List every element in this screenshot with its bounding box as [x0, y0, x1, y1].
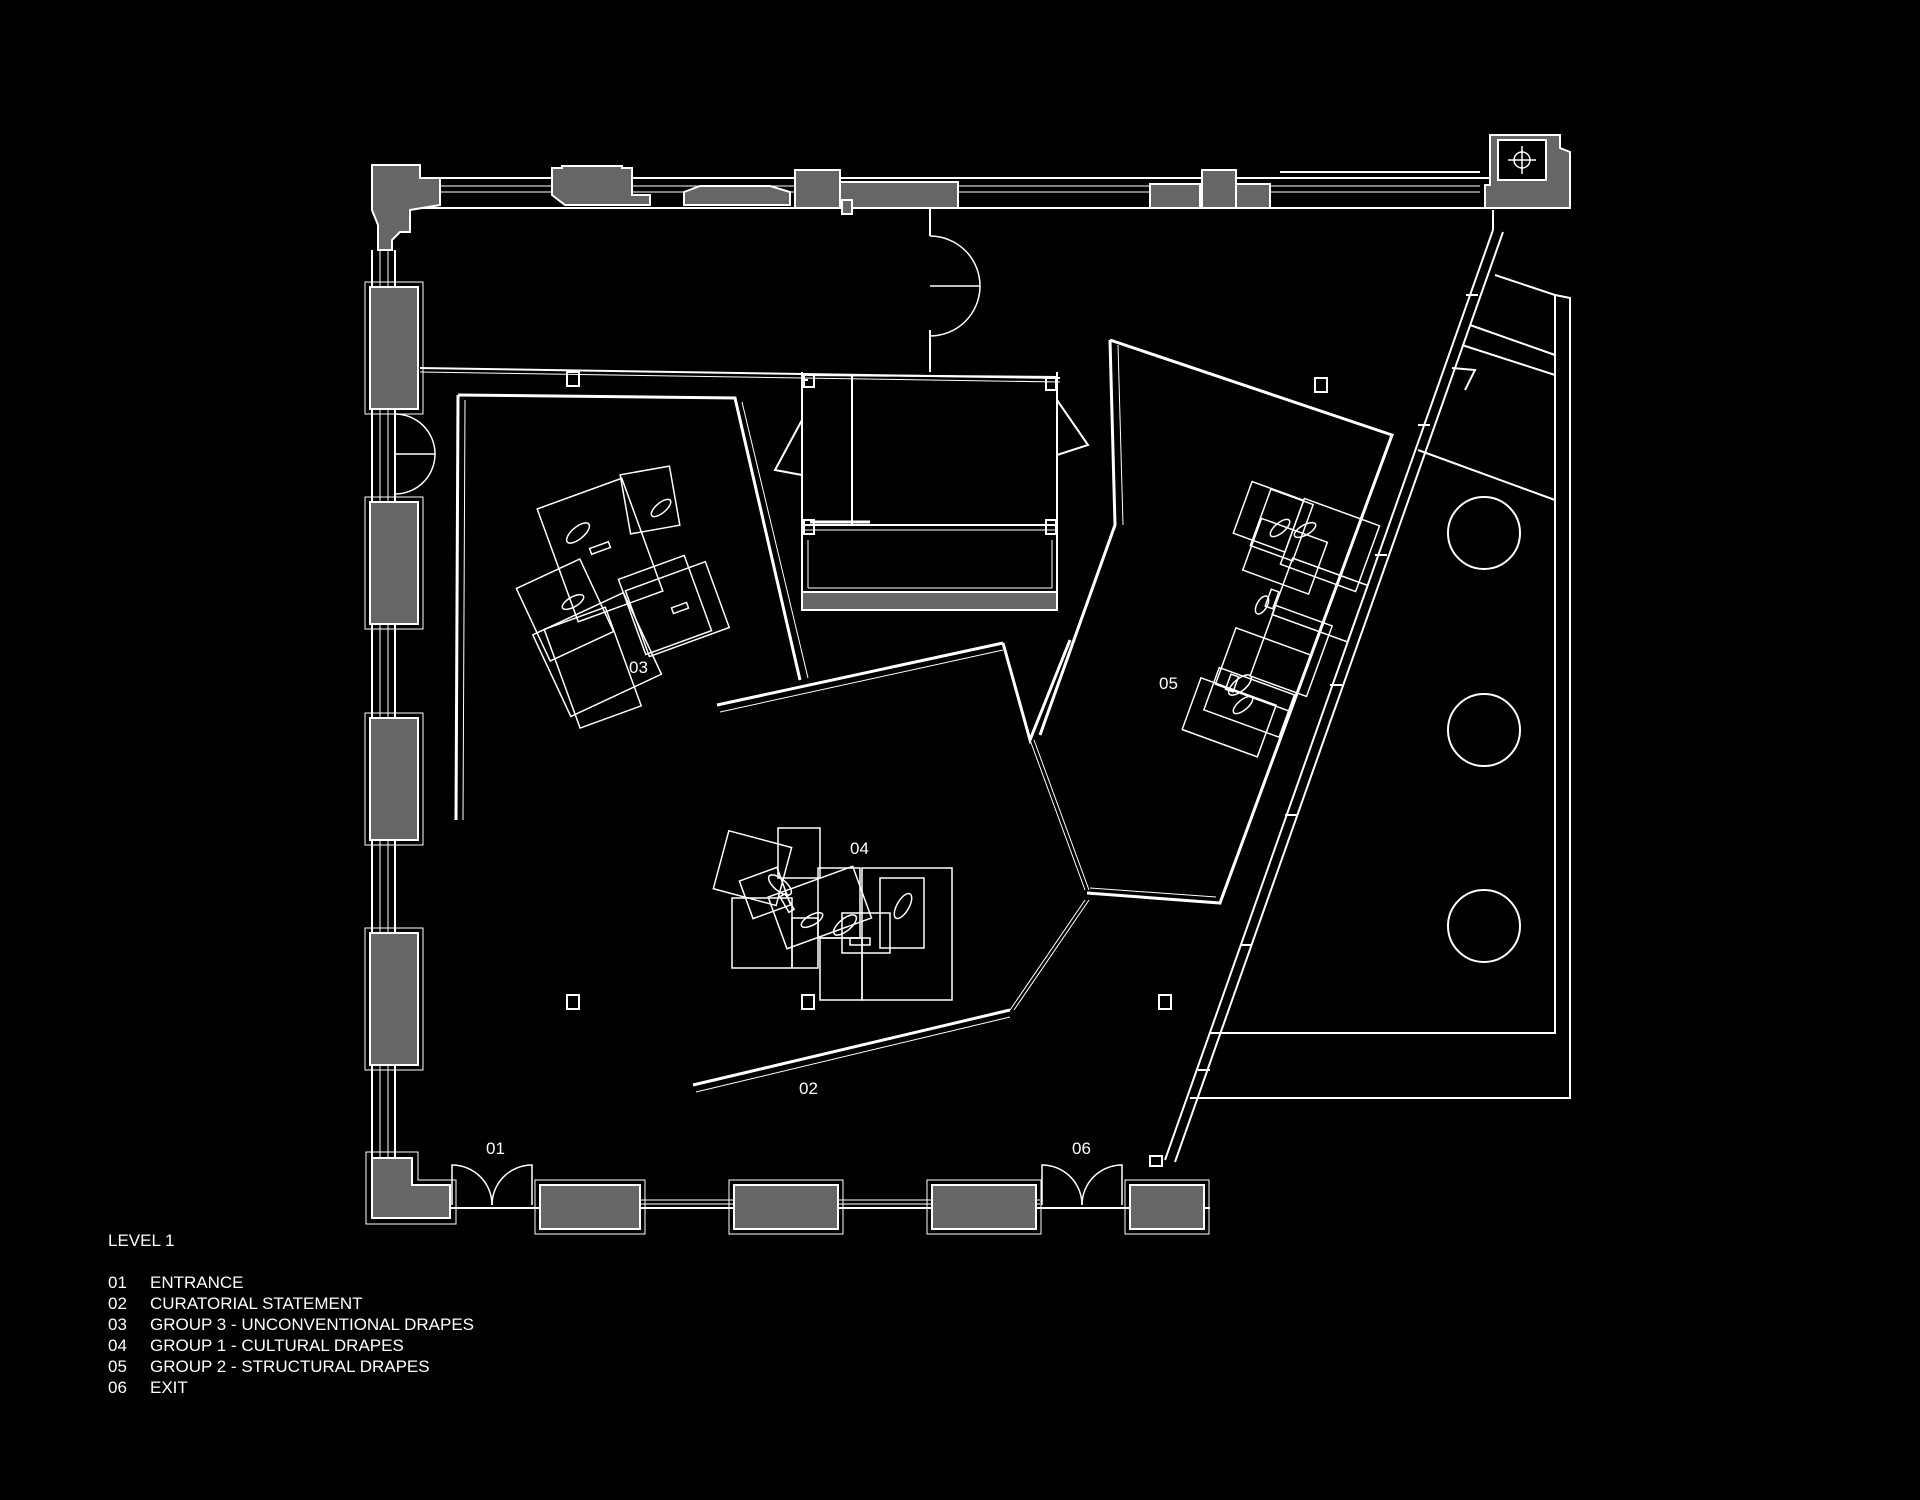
exit-doors: [1041, 1164, 1123, 1206]
legend-item: 01 ENTRANCE: [108, 1272, 474, 1293]
exhibit-05-platforms: [1181, 480, 1381, 758]
legend-text: EXIT: [150, 1378, 188, 1397]
legend-text: ENTRANCE: [150, 1273, 244, 1292]
legend-number: 01: [108, 1273, 127, 1292]
legend-number: 03: [108, 1315, 127, 1334]
column-markers: [566, 371, 1328, 1010]
legend-number: 06: [108, 1378, 127, 1397]
shaft-crosshair-icon: [1508, 146, 1536, 174]
central-room-rail: [807, 540, 1053, 589]
south-pier-outlines: [365, 1151, 1210, 1235]
west-pier-outlines: [364, 281, 424, 1071]
east-annex: [1190, 274, 1571, 1099]
legend-number: 05: [108, 1357, 127, 1376]
west-door: [394, 413, 436, 495]
zone-label-06: 06: [1072, 1139, 1091, 1158]
zone-label-01: 01: [486, 1139, 505, 1158]
west-wall-piers: [369, 286, 419, 1066]
legend-item: 06 EXIT: [108, 1377, 474, 1398]
plan-legend: LEVEL 1 01 ENTRANCE 02 CURATORIAL STATEMEN…: [108, 1230, 474, 1398]
statement-wall-upper: [716, 639, 1072, 745]
exhibit-03-platforms: [515, 465, 731, 730]
annex-circles: [1447, 496, 1521, 963]
zone-label-05: 05: [1159, 674, 1178, 693]
legend-text: GROUP 2 - STRUCTURAL DRAPES: [150, 1357, 430, 1376]
gallery-03-walls: [454, 393, 809, 821]
gallery-05-walls: [1038, 338, 1394, 905]
legend-text: GROUP 3 - UNCONVENTIONAL DRAPES: [150, 1315, 475, 1334]
zone-label-04: 04: [850, 839, 869, 858]
east-wall-ticks: [1198, 294, 1478, 1071]
corridor-partition: [419, 208, 1061, 383]
level-title: LEVEL 1: [108, 1231, 175, 1250]
statement-wall-lower: [692, 1008, 1011, 1093]
legend-text: CURATORIAL STATEMENT: [150, 1294, 363, 1313]
central-room-counter: [801, 591, 1058, 611]
legend-number: 02: [108, 1294, 127, 1313]
south-wall-piers: [371, 1157, 1205, 1230]
glass-partition: [1009, 739, 1090, 1011]
entrance-doors: [451, 1164, 533, 1206]
legend-text: GROUP 1 - CULTURAL DRAPES: [150, 1336, 404, 1355]
legend-item: 05 GROUP 2 - STRUCTURAL DRAPES: [108, 1356, 474, 1377]
legend-item: 03 GROUP 3 - UNCONVENTIONAL DRAPES: [108, 1314, 474, 1335]
zone-label-03: 03: [629, 658, 648, 677]
legend-item: 02 CURATORIAL STATEMENT: [108, 1293, 474, 1314]
exhibit-04-platforms: [712, 827, 953, 1001]
corridor-door: [929, 235, 981, 337]
legend-item: 04 GROUP 1 - CULTURAL DRAPES: [108, 1335, 474, 1356]
zone-label-02: 02: [799, 1079, 818, 1098]
central-room: [773, 372, 1090, 611]
legend-number: 04: [108, 1336, 127, 1355]
east-slanted-wall: [1149, 210, 1504, 1167]
